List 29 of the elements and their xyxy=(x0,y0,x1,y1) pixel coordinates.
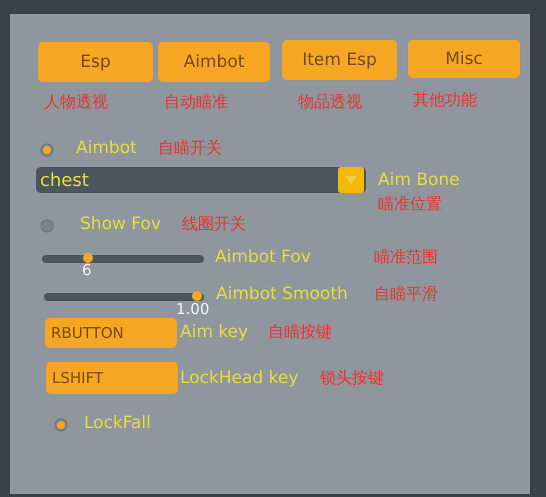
option-label: Aimbot xyxy=(76,138,137,158)
annotation-text: 人物透视 xyxy=(44,92,108,113)
annotation-text: 物品透视 xyxy=(298,92,362,113)
option-label: LockFall xyxy=(84,413,151,433)
annotation-text: 自瞄平滑 xyxy=(374,284,438,305)
annotation-text: 其他功能 xyxy=(413,90,477,111)
slider-label: Aimbot Fov xyxy=(215,247,311,267)
annotation-text: 自瞄开关 xyxy=(158,138,222,159)
annotation-text: 自瞄按键 xyxy=(268,322,332,343)
slider-value: 1.00 xyxy=(176,300,210,318)
slider-label: Aimbot Smooth xyxy=(216,284,348,304)
annotation-text: 瞄准范围 xyxy=(374,247,438,268)
option-label: Show Fov xyxy=(80,214,161,234)
field-label: LockHead key xyxy=(180,368,298,388)
annotation-text: 线圈开关 xyxy=(182,214,246,235)
field-label: Aim Bone xyxy=(378,170,460,190)
key-binding-button: LSHIFT xyxy=(46,362,178,394)
key-binding-button: RBUTTON xyxy=(45,318,177,348)
dropdown-field xyxy=(36,167,366,193)
slider-value: 6 xyxy=(82,261,92,279)
tab-button: Item Esp xyxy=(282,40,397,80)
field-label: Aim key xyxy=(180,322,248,342)
tab-button: Misc xyxy=(408,40,520,78)
annotation-text: 自动瞄准 xyxy=(164,92,228,113)
tab-button: Esp xyxy=(38,42,153,82)
annotation-text: 锁头按键 xyxy=(320,368,384,389)
tab-button: Aimbot xyxy=(158,42,270,82)
annotation-text: 瞄准位置 xyxy=(378,194,442,215)
selected-value: chest xyxy=(40,170,89,190)
